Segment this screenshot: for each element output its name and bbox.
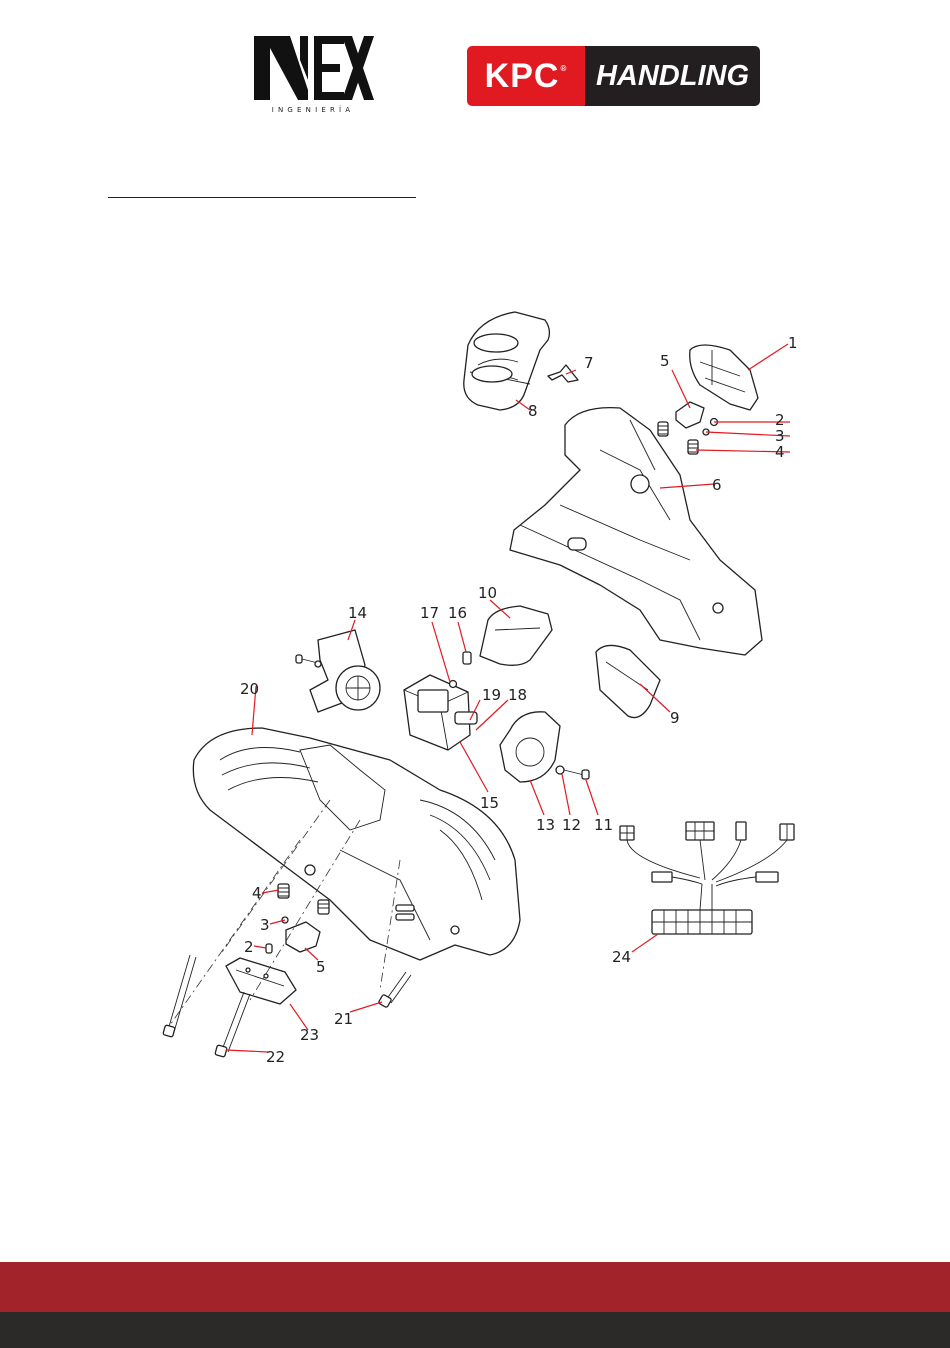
part-23-lower-bracket: [226, 958, 296, 1004]
part-11-screw: [564, 770, 589, 779]
label-24: 24: [612, 948, 631, 966]
label-12: 12: [562, 816, 581, 834]
label-15: 15: [480, 794, 499, 812]
footer-dark-band: [0, 1312, 950, 1348]
part-15-central-block: [404, 675, 477, 750]
part-9-cover: [596, 645, 660, 717]
footer-red-band: [0, 1262, 950, 1312]
label-10: 10: [478, 584, 497, 602]
label-2-lower: 2: [244, 938, 254, 956]
label-17: 17: [420, 604, 439, 622]
label-4-lower: 4: [252, 884, 262, 902]
label-16: 16: [448, 604, 467, 622]
part-13-right-hub: [500, 712, 560, 782]
label-20: 20: [240, 680, 259, 698]
left-hub-screw: [296, 655, 322, 667]
part-8-top-cover: [464, 312, 550, 410]
part-21-bolt: [378, 972, 411, 1008]
label-6: 6: [712, 476, 722, 494]
part-5-small-bracket: [676, 402, 704, 428]
part-16-screw: [463, 652, 471, 664]
part-17-washer: [450, 681, 457, 688]
lower-springs-and-bracket: [266, 884, 329, 953]
part-12-washer: [556, 766, 564, 774]
part-10-cover: [480, 606, 552, 665]
label-1: 1: [788, 334, 798, 352]
label-14: 14: [348, 604, 367, 622]
label-21: 21: [334, 1010, 353, 1028]
label-3-lower: 3: [260, 916, 270, 934]
label-19: 19: [482, 686, 501, 704]
label-7: 7: [584, 354, 594, 372]
label-18: 18: [508, 686, 527, 704]
part-24-wiring-harness: [620, 822, 794, 934]
label-5: 5: [660, 352, 670, 370]
label-23: 23: [300, 1026, 319, 1044]
label-5-lower: 5: [316, 958, 326, 976]
part-7-clip: [548, 365, 578, 382]
part-14-left-hub: [310, 630, 380, 712]
label-22: 22: [266, 1048, 285, 1066]
label-11: 11: [594, 816, 613, 834]
label-13: 13: [536, 816, 555, 834]
label-8: 8: [528, 402, 538, 420]
label-4: 4: [775, 443, 785, 461]
label-9: 9: [670, 709, 680, 727]
part-1-bracket: [690, 345, 758, 410]
